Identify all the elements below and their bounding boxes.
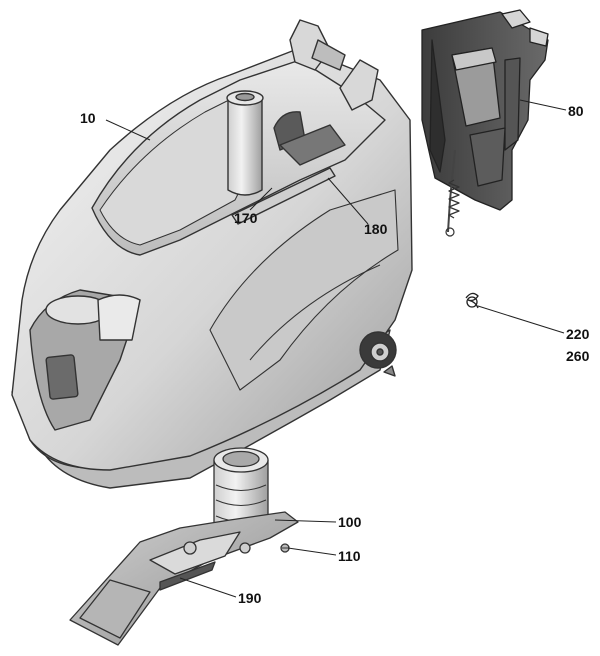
front-slot bbox=[45, 354, 79, 400]
callout-100: 100 bbox=[338, 514, 362, 530]
leader-80 bbox=[519, 99, 567, 111]
leader-10 bbox=[105, 119, 151, 141]
leader-110 bbox=[287, 547, 337, 556]
callout-110: 110 bbox=[338, 548, 361, 564]
callout-260: 260 bbox=[566, 348, 590, 364]
leader-220 bbox=[477, 305, 565, 334]
callout-170: 170 bbox=[234, 210, 258, 226]
squeegee-channel-part bbox=[69, 511, 299, 646]
rear-cover-part bbox=[421, 9, 549, 237]
leader-lines bbox=[105, 99, 567, 598]
callout-80: 80 bbox=[568, 103, 584, 119]
leader-180 bbox=[327, 177, 369, 225]
callout-190: 190 bbox=[238, 590, 262, 606]
leader-170 bbox=[249, 187, 273, 211]
side-panel bbox=[209, 189, 399, 391]
cover-spring bbox=[448, 179, 460, 219]
leader-100 bbox=[274, 519, 337, 523]
callout-10: 10 bbox=[80, 110, 96, 126]
spring-clip-part bbox=[465, 292, 479, 309]
filter-screen bbox=[279, 124, 346, 166]
leader-190 bbox=[179, 577, 237, 598]
filter-tower bbox=[227, 99, 263, 196]
callout-220: 220 bbox=[566, 326, 590, 342]
main-body-part bbox=[11, 19, 413, 489]
callout-180: 180 bbox=[364, 221, 388, 237]
hinge-right bbox=[339, 59, 379, 111]
screw-part bbox=[280, 543, 290, 553]
